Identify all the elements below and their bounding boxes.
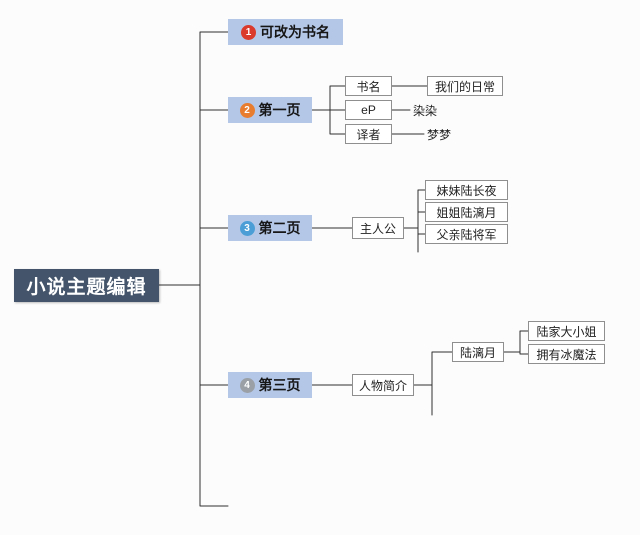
page2-item-sister-night[interactable]: 妹妹陆长夜 — [425, 180, 508, 200]
page1-key-translator[interactable]: 译者 — [345, 124, 392, 144]
node-label: 陆家大小姐 — [536, 324, 597, 339]
node-label: 人物简介 — [358, 378, 407, 393]
page1-value-title[interactable]: 我们的日常 — [427, 76, 503, 96]
branch-badge: 1 — [241, 24, 256, 40]
branch-page-2[interactable]: 3 第二页 — [228, 215, 312, 241]
node-label: 陆漓月 — [459, 345, 496, 360]
root-node[interactable]: 小说主题编辑 — [14, 269, 159, 302]
node-label: 姐姐陆漓月 — [436, 205, 497, 220]
page3-trait-eldest-daughter[interactable]: 陆家大小姐 — [528, 321, 605, 341]
page3-trait-ice-magic[interactable]: 拥有冰魔法 — [528, 344, 605, 364]
node-label: 父亲陆将军 — [436, 227, 497, 242]
node-label: 译者 — [356, 127, 381, 142]
node-label: eP — [361, 103, 376, 117]
page1-value-ep[interactable]: 染染 — [413, 103, 438, 118]
page2-item-father-general[interactable]: 父亲陆将军 — [425, 224, 508, 244]
page1-value-translator[interactable]: 梦梦 — [427, 127, 452, 142]
page3-topic-character-intro[interactable]: 人物简介 — [352, 374, 414, 396]
page1-key-ep[interactable]: eP — [345, 100, 392, 120]
page2-topic-protagonist[interactable]: 主人公 — [352, 217, 404, 239]
node-label: 拥有冰魔法 — [536, 347, 597, 362]
page3-character-node[interactable]: 陆漓月 — [452, 342, 504, 362]
branch-label: 第一页 — [258, 102, 301, 118]
node-label: 我们的日常 — [434, 79, 495, 94]
branch-badge: 2 — [239, 102, 255, 118]
node-label: 主人公 — [359, 221, 396, 236]
node-label: 梦梦 — [427, 127, 452, 142]
branch-badge: 3 — [239, 220, 255, 236]
branch-label: 第三页 — [258, 377, 301, 393]
page2-item-sister-moon[interactable]: 姐姐陆漓月 — [425, 202, 508, 222]
page1-key-title[interactable]: 书名 — [345, 76, 392, 96]
node-label: 妹妹陆长夜 — [436, 183, 497, 198]
node-label: 染染 — [413, 103, 438, 118]
branch-badge: 4 — [239, 377, 255, 393]
branch-label: 可改为书名 — [260, 24, 330, 40]
branch-rename-note[interactable]: 1 可改为书名 — [228, 19, 343, 45]
branch-page-3[interactable]: 4 第三页 — [228, 372, 312, 398]
root-label: 小说主题编辑 — [26, 277, 147, 298]
node-label: 书名 — [356, 79, 381, 94]
branch-page-1[interactable]: 2 第一页 — [228, 97, 312, 123]
branch-label: 第二页 — [258, 220, 301, 236]
